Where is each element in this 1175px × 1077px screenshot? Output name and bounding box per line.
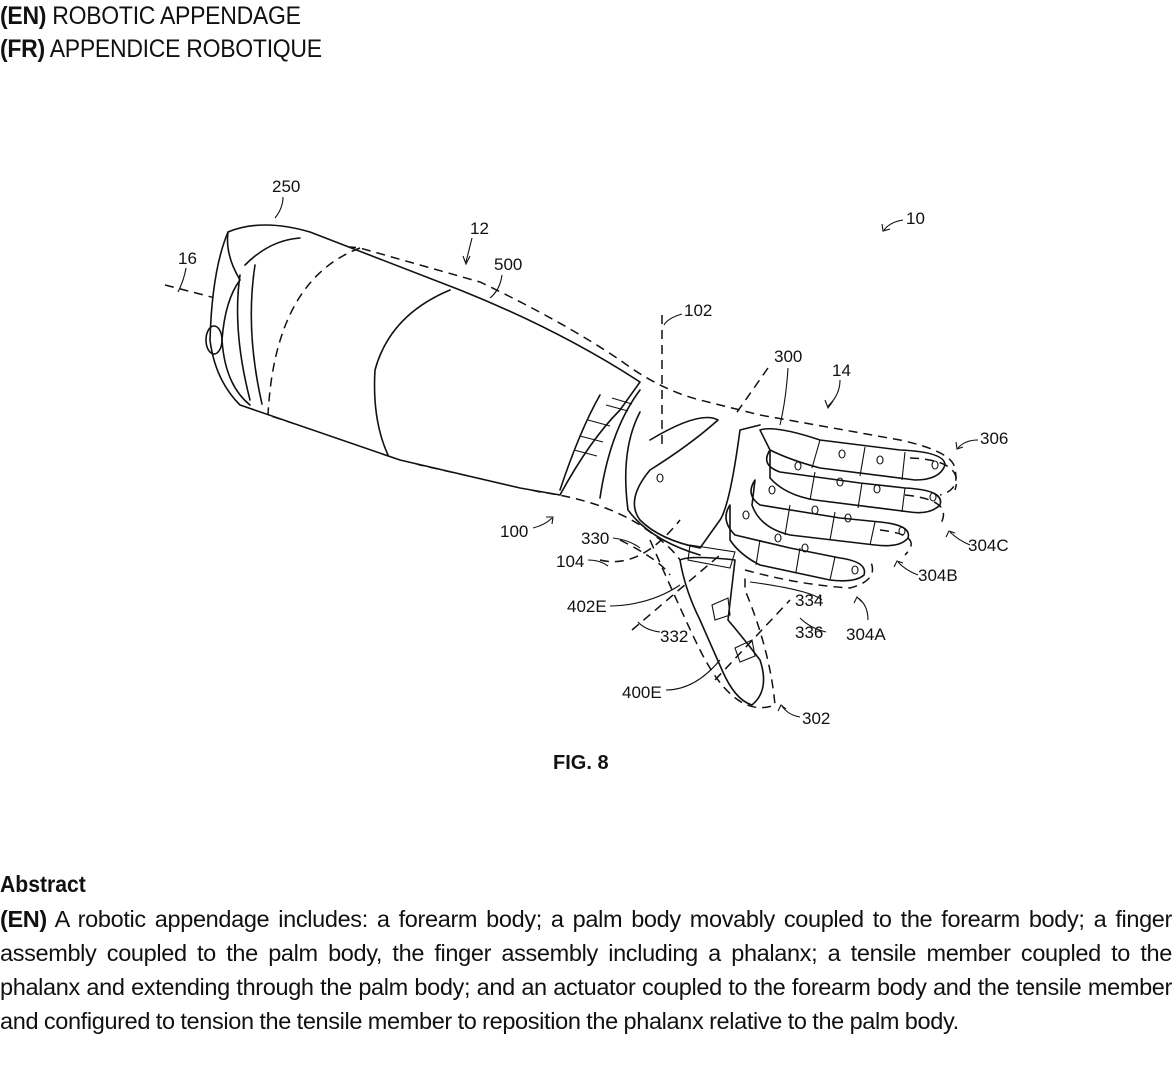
inner-dash-ring — [267, 247, 361, 416]
ref-336: 336 — [795, 623, 823, 642]
envelope-304B — [879, 529, 912, 556]
palm-screw — [656, 473, 664, 483]
robotic-appendage-drawing: 250 12 500 16 10 102 300 14 306 100 330 … — [164, 177, 1009, 774]
ref-500: 500 — [494, 255, 522, 274]
wrist-band-inner — [599, 389, 641, 499]
envelope-306 — [909, 457, 958, 491]
ref-304A: 304A — [846, 625, 886, 644]
palm-body — [633, 416, 761, 549]
title-lang-fr: (FR) — [0, 35, 45, 63]
palm-back — [624, 411, 701, 556]
patent-figure: 250 12 500 16 10 102 300 14 306 100 330 … — [0, 150, 1175, 790]
abstract-section: Abstract (EN) A robotic appendage includ… — [0, 868, 1172, 1038]
figure-caption: FIG. 8 — [553, 752, 609, 774]
ref-102: 102 — [684, 301, 712, 320]
forearm-body — [209, 224, 641, 496]
title-en: (EN) ROBOTIC APPENDAGE — [0, 0, 322, 33]
ref-104: 104 — [556, 552, 584, 571]
abstract-lang: (EN) — [0, 906, 47, 932]
ref-12: 12 — [470, 219, 489, 238]
abstract-heading: Abstract — [0, 871, 86, 897]
connector-nub — [205, 325, 223, 355]
finger-304C — [765, 449, 942, 514]
envelope-302 — [649, 539, 776, 709]
ref-14: 14 — [832, 361, 851, 380]
ref-10: 10 — [906, 209, 925, 228]
envelope-304C — [904, 494, 945, 526]
ref-302: 302 — [802, 709, 830, 728]
axis-300-line — [734, 367, 769, 416]
ref-306: 306 — [980, 429, 1008, 448]
axis-332-line — [631, 554, 721, 631]
title-text-en: ROBOTIC APPENDAGE — [52, 2, 301, 30]
ref-16: 16 — [178, 249, 197, 268]
axis-16-line — [164, 284, 301, 321]
ref-334: 334 — [795, 591, 823, 610]
title-lang-en: (EN) — [0, 2, 47, 30]
leader-lines — [177, 196, 979, 718]
ref-330: 330 — [581, 529, 609, 548]
ref-250: 250 — [272, 177, 300, 196]
thumb-302 — [679, 544, 765, 706]
abstract-text: (EN) A robotic appendage includes: a for… — [0, 902, 1172, 1038]
end-cap-250 — [221, 231, 251, 406]
ref-300: 300 — [774, 347, 802, 366]
title-block: (EN) ROBOTIC APPENDAGE (FR) APPENDICE RO… — [0, 0, 350, 66]
ref-332: 332 — [660, 627, 688, 646]
title-fr: (FR) APPENDICE ROBOTIQUE — [0, 33, 322, 66]
wrist-band-ribs — [573, 397, 633, 457]
ref-400E: 400E — [622, 683, 662, 702]
finger-304A — [725, 504, 866, 582]
axis-104-line — [599, 519, 681, 563]
ref-402E: 402E — [567, 597, 607, 616]
ref-304B: 304B — [918, 566, 958, 585]
axis-330-line — [619, 539, 671, 576]
ref-100: 100 — [500, 522, 528, 541]
end-cap-ring — [236, 237, 301, 401]
end-cap-ring-inner — [250, 264, 263, 405]
finger-304B — [750, 479, 910, 547]
ref-304C: 304C — [968, 536, 1009, 555]
forearm-seam — [373, 289, 451, 456]
abstract-body: A robotic appendage includes: a forearm … — [0, 906, 1172, 1034]
axis-336-line — [714, 599, 791, 681]
title-text-fr: APPENDICE ROBOTIQUE — [49, 35, 322, 63]
